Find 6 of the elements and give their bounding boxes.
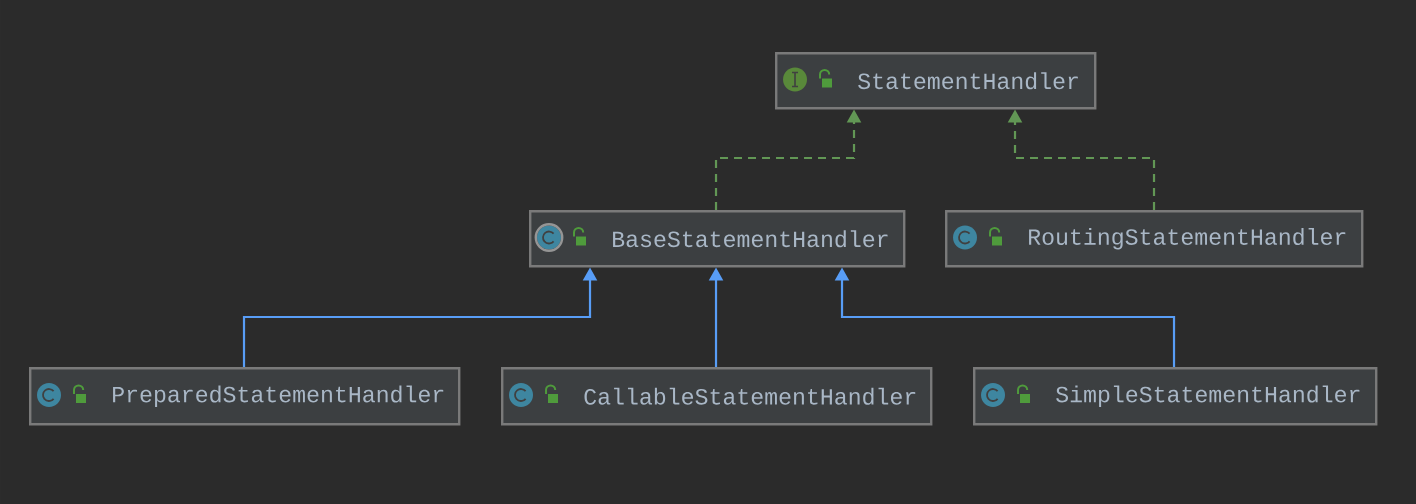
class-box: CallableStatementHandler — [501, 367, 933, 426]
class-box: PreparedStatementHandler — [29, 367, 461, 426]
class-box: RoutingStatementHandler — [945, 210, 1364, 268]
class-box: StatementHandler — [775, 52, 1097, 110]
class-box: SimpleStatementHandler — [973, 367, 1378, 426]
class-box: BaseStatementHandler — [529, 210, 906, 268]
